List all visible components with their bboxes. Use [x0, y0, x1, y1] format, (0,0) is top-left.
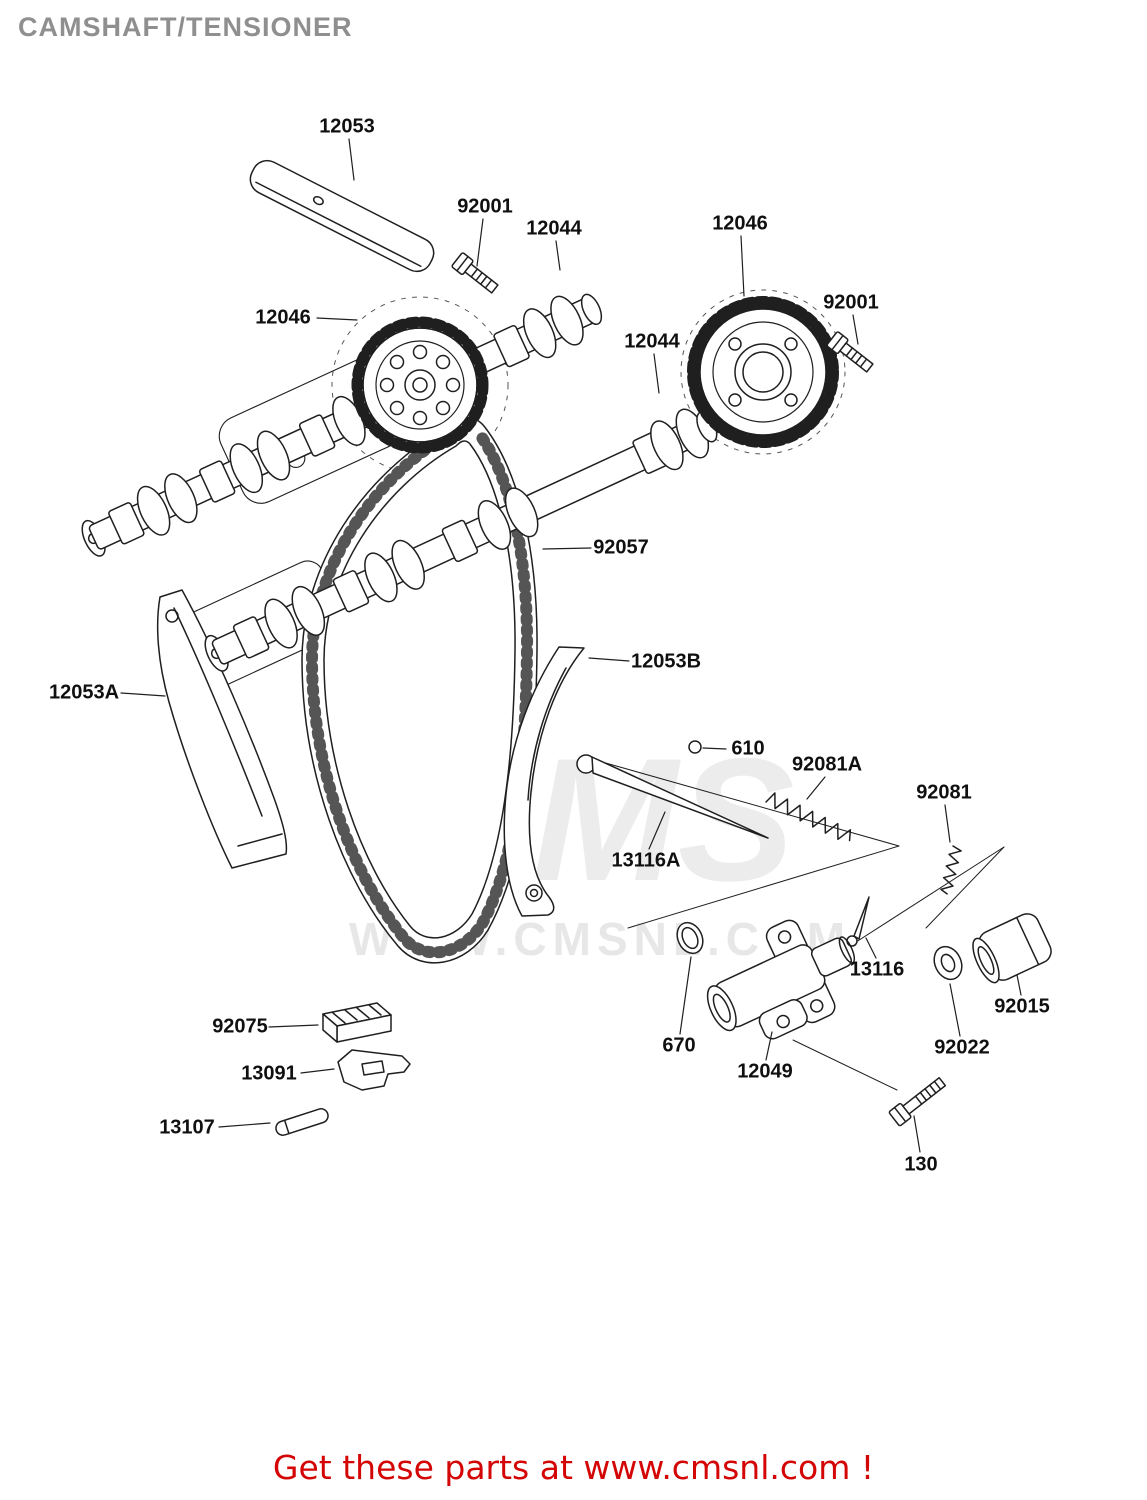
part-label-12046-left: 12046 [255, 306, 311, 329]
part-label-13116A: 13116A [611, 849, 681, 872]
tensioner-pin [688, 740, 702, 754]
chain-guide-holder [337, 1049, 411, 1091]
page-title: CAMSHAFT/TENSIONER [18, 12, 353, 42]
part-label-92022: 92022 [934, 1036, 990, 1059]
o-ring [676, 921, 704, 955]
tensioner-spring-short [940, 845, 962, 895]
part-label-130: 130 [904, 1153, 938, 1176]
part-label-13107: 13107 [159, 1116, 215, 1139]
footer-text: Get these parts at www.cmsnl.com ! [272, 1448, 875, 1487]
tensioner-spring-long [765, 792, 852, 842]
chain-tensioner-body [706, 919, 856, 1040]
chain-guide-front [503, 646, 585, 917]
part-label-12053A: 12053A [48, 681, 120, 704]
sprocket-bolt-right [826, 331, 874, 373]
chain-path-dashed [331, 289, 846, 474]
camshaft-front [204, 408, 718, 672]
mounting-bolt [888, 1076, 947, 1127]
part-label-610: 610 [731, 737, 765, 760]
tensioner-rod-small [846, 896, 870, 947]
leader-lines [120, 138, 1022, 1153]
part-label-12049: 12049 [737, 1060, 793, 1083]
part-label-92001-right: 92001 [823, 291, 879, 314]
guide-pin [275, 1108, 329, 1136]
cam-sprocket-left [351, 316, 489, 454]
cam-chain [301, 417, 538, 964]
tensioner-cap [972, 913, 1052, 984]
part-label-12046-right: 12046 [712, 212, 768, 235]
sprocket-bolt-left [451, 252, 499, 294]
part-label-12044-rear: 12044 [526, 217, 582, 240]
chain-guide-rear [156, 589, 288, 869]
part-label-13116: 13116 [849, 958, 905, 981]
part-label-13091: 13091 [241, 1062, 297, 1085]
part-label-92081: 92081 [916, 781, 972, 804]
cam-sprocket-right [687, 296, 839, 448]
part-label-12044-front: 12044 [624, 330, 680, 353]
part-label-92075: 92075 [212, 1015, 268, 1038]
washer [933, 945, 963, 981]
chain-guide-pad [249, 159, 435, 273]
part-label-92081A: 92081A [791, 753, 863, 776]
tensioner-push-rod [576, 754, 769, 839]
footer-link[interactable]: Get these parts at www.cmsnl.com ! [0, 1448, 1147, 1487]
part-label-92057: 92057 [593, 536, 649, 559]
part-label-92015: 92015 [994, 995, 1050, 1018]
part-label-12053: 12053 [319, 115, 375, 138]
part-label-670: 670 [662, 1034, 696, 1057]
part-label-12053B: 12053B [630, 650, 702, 673]
part-label-92001-left: 92001 [457, 195, 513, 218]
damper-pad [322, 1002, 392, 1043]
